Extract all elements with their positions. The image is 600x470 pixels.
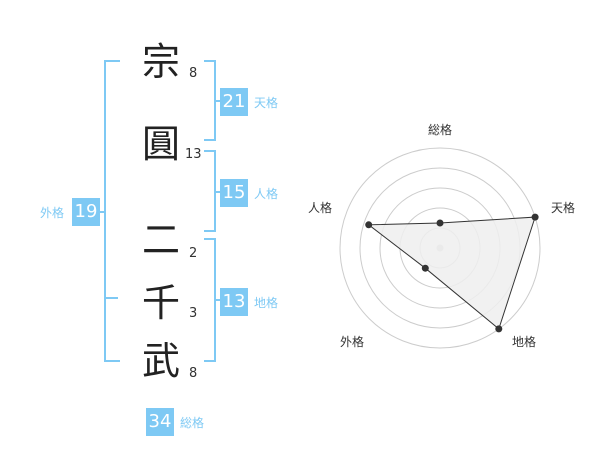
tenkaku-label: 天格 [254,96,279,110]
gaikaku-label: 外格 [40,206,65,220]
name-char-2: 圓 [141,122,180,166]
radar-point-1 [436,219,444,227]
radar-point-4 [421,264,429,272]
radar-axis-label-chikaku: 地格 [512,334,536,349]
radar-value-polygon [367,216,536,330]
chikaku-label: 地格 [254,296,279,310]
name-char-1: 宗 [141,40,180,84]
soukaku-value-badge: 34 [146,408,174,436]
name-char-5: 武 [141,339,180,383]
radar-axis-label-soukaku: 総格 [428,122,452,137]
tenkaku-value-badge: 21 [220,88,248,116]
stroke-count-3: 2 [189,246,198,261]
radar-value-points [365,213,539,333]
tenkaku-bracket-stem [214,100,222,102]
name-char-3: 二 [141,218,180,262]
chikaku-bracket-stem [214,299,222,301]
chikaku-value-badge: 13 [220,288,248,316]
radar-axis-label-gaikaku: 外格 [340,334,364,349]
radar-ring [339,147,541,349]
radar-axis-label-jinkaku: 人格 [308,200,332,215]
radar-point-3 [495,325,503,333]
stroke-count-4: 3 [189,306,198,321]
jinkaku-value-badge: 15 [220,179,248,207]
jinkaku-bracket-stem [214,191,222,193]
radar-axis-label-tenkaku: 天格 [551,200,575,215]
stroke-count-5: 8 [189,366,198,381]
gaikaku-value-badge: 19 [72,198,100,226]
jinkaku-label: 人格 [254,187,279,201]
radar-point-2 [531,213,539,221]
name-char-4: 千 [141,281,180,325]
gaikaku-bracket-stem [96,211,106,213]
radar-point-5 [365,221,373,229]
stroke-count-2: 13 [185,147,202,162]
stroke-count-1: 8 [189,66,198,81]
gaikaku-bracket-divider [106,297,118,299]
soukaku-label: 総格 [180,416,205,430]
